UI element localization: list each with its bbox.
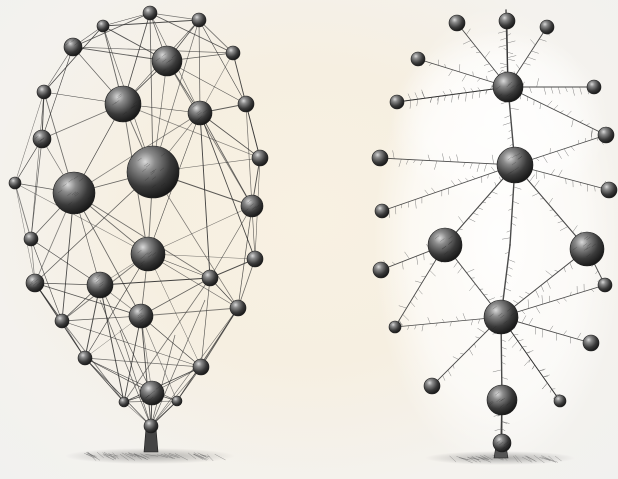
mesh-edge xyxy=(73,13,150,47)
tree-leaf-node xyxy=(499,13,515,29)
mesh-node xyxy=(202,270,218,286)
tree-leaf-node xyxy=(598,127,614,143)
mesh-edge xyxy=(44,26,103,92)
mesh-node xyxy=(24,232,38,246)
mesh-node xyxy=(192,13,206,27)
tree-hub-node xyxy=(484,300,518,334)
tree-leaf-node xyxy=(587,80,601,94)
mesh-edge xyxy=(167,61,252,206)
mesh-node xyxy=(241,195,263,217)
mesh-node xyxy=(105,86,141,122)
mesh-nodes xyxy=(9,6,268,433)
mesh-node xyxy=(247,251,263,267)
tree-leaf-node xyxy=(390,95,404,109)
tree-leaf-node xyxy=(583,335,599,351)
tree-leaf-node xyxy=(601,182,617,198)
tree-leaf-node xyxy=(554,395,566,407)
mesh-node xyxy=(127,146,179,198)
mesh-node xyxy=(53,172,95,214)
tree-leaf-node xyxy=(449,15,465,31)
mesh-edge xyxy=(85,358,201,367)
mesh-node xyxy=(226,46,240,60)
mesh-node xyxy=(143,6,157,20)
mesh-node xyxy=(144,419,158,433)
mesh-edge xyxy=(199,20,200,113)
mesh-edge xyxy=(148,254,201,367)
mesh-edge xyxy=(31,92,44,239)
mesh-node xyxy=(230,300,246,316)
tree-leaf-node xyxy=(540,20,554,34)
mesh-edge xyxy=(15,183,31,239)
mesh-edge xyxy=(73,47,233,53)
mesh-edge xyxy=(200,113,252,206)
mesh-edge xyxy=(246,104,252,206)
mesh-node xyxy=(97,20,109,32)
tree-network xyxy=(372,5,618,475)
mesh-node xyxy=(87,272,113,298)
mesh-node xyxy=(172,396,182,406)
tree-hub-node xyxy=(428,228,462,262)
tree-leaf-node xyxy=(372,150,388,166)
tree-leaf-node xyxy=(411,52,425,66)
mesh-node xyxy=(26,274,44,292)
mesh-node xyxy=(152,46,182,76)
mesh-node xyxy=(55,314,69,328)
mesh-node xyxy=(188,101,212,125)
mesh-node xyxy=(78,351,92,365)
mesh-edge xyxy=(246,104,260,158)
tree-leaf-node xyxy=(598,278,612,292)
mesh-edge xyxy=(141,308,238,316)
dense-mesh-network xyxy=(9,6,268,464)
mesh-node xyxy=(193,359,209,375)
mesh-node xyxy=(129,304,153,328)
mesh-edge xyxy=(103,20,199,26)
mesh-node xyxy=(238,96,254,112)
mesh-edge xyxy=(201,278,210,367)
mesh-node xyxy=(252,150,268,166)
tree-leaf-node xyxy=(373,262,389,278)
mesh-edge xyxy=(200,113,255,259)
tree-leaf-node xyxy=(424,378,440,394)
mesh-edge xyxy=(210,206,252,278)
mesh-edge xyxy=(103,13,150,26)
mesh-node xyxy=(131,237,165,271)
tree-hub-node xyxy=(497,147,533,183)
tree-leaf-node xyxy=(389,321,401,333)
mesh-network-base xyxy=(65,428,235,464)
tree-hub-node xyxy=(493,72,523,102)
mesh-node xyxy=(37,85,51,99)
mesh-edge xyxy=(100,285,124,402)
mesh-edge xyxy=(85,358,124,402)
mesh-node xyxy=(9,177,21,189)
mesh-edges xyxy=(15,13,260,426)
mesh-node xyxy=(119,397,129,407)
tree-leaf-node xyxy=(375,204,389,218)
